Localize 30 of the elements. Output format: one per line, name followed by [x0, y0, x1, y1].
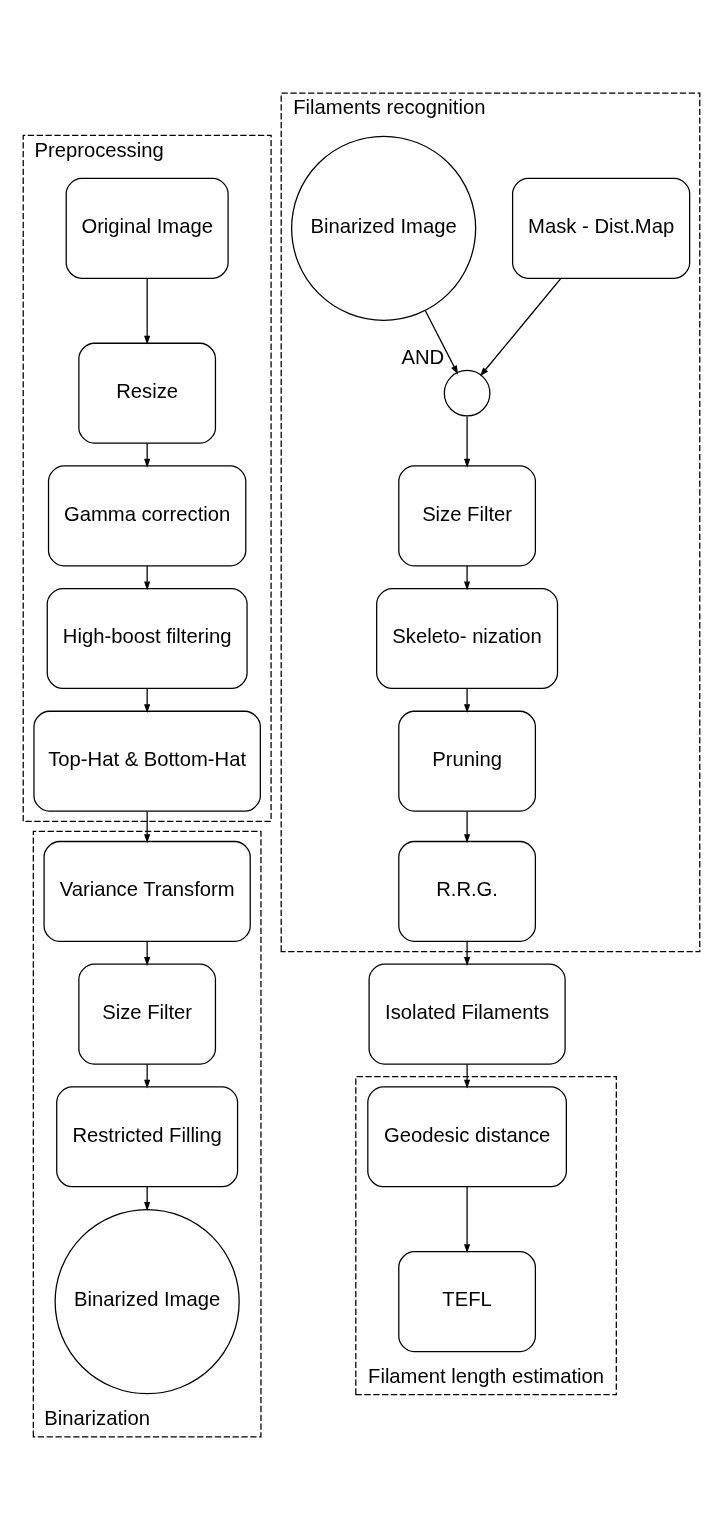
arrow: [464, 415, 471, 468]
arrow: [464, 1063, 471, 1089]
node-circle: Binarized Image: [54, 1208, 240, 1394]
arrow: [464, 1185, 471, 1253]
node-box: Original Image: [65, 177, 229, 279]
node-box: Geodesic distance: [367, 1085, 567, 1187]
arrow: [464, 564, 471, 590]
arrow: [480, 277, 562, 376]
node-box: Top-Hat & Bottom-Hat: [33, 710, 261, 812]
node-label: AND: [401, 345, 445, 368]
node-box: Isolated Filaments: [368, 963, 566, 1065]
node-box: Gamma correction: [47, 464, 247, 566]
node-circle: Binarized Image: [291, 135, 477, 321]
node-box: Resize: [78, 342, 217, 444]
node-box: Skeleto- nization: [376, 587, 559, 689]
node-box: High-boost filtering: [46, 587, 248, 689]
arrow: [464, 810, 471, 843]
arrow: [464, 687, 471, 713]
node-box: Restricted Filling: [56, 1085, 239, 1187]
node-box: Mask - Dist.Map: [512, 177, 691, 279]
node-box: Variance Transform: [43, 840, 251, 942]
arrow: [144, 810, 151, 843]
arrow: [144, 277, 151, 345]
node-box: TEFL: [398, 1250, 536, 1352]
arrow: [464, 940, 471, 966]
node-box: Size Filter: [398, 464, 536, 566]
node-box: Pruning: [398, 710, 536, 812]
node-box: R.R.G.: [398, 840, 536, 942]
node-box: Size Filter: [78, 963, 217, 1065]
arrow: [424, 309, 459, 374]
